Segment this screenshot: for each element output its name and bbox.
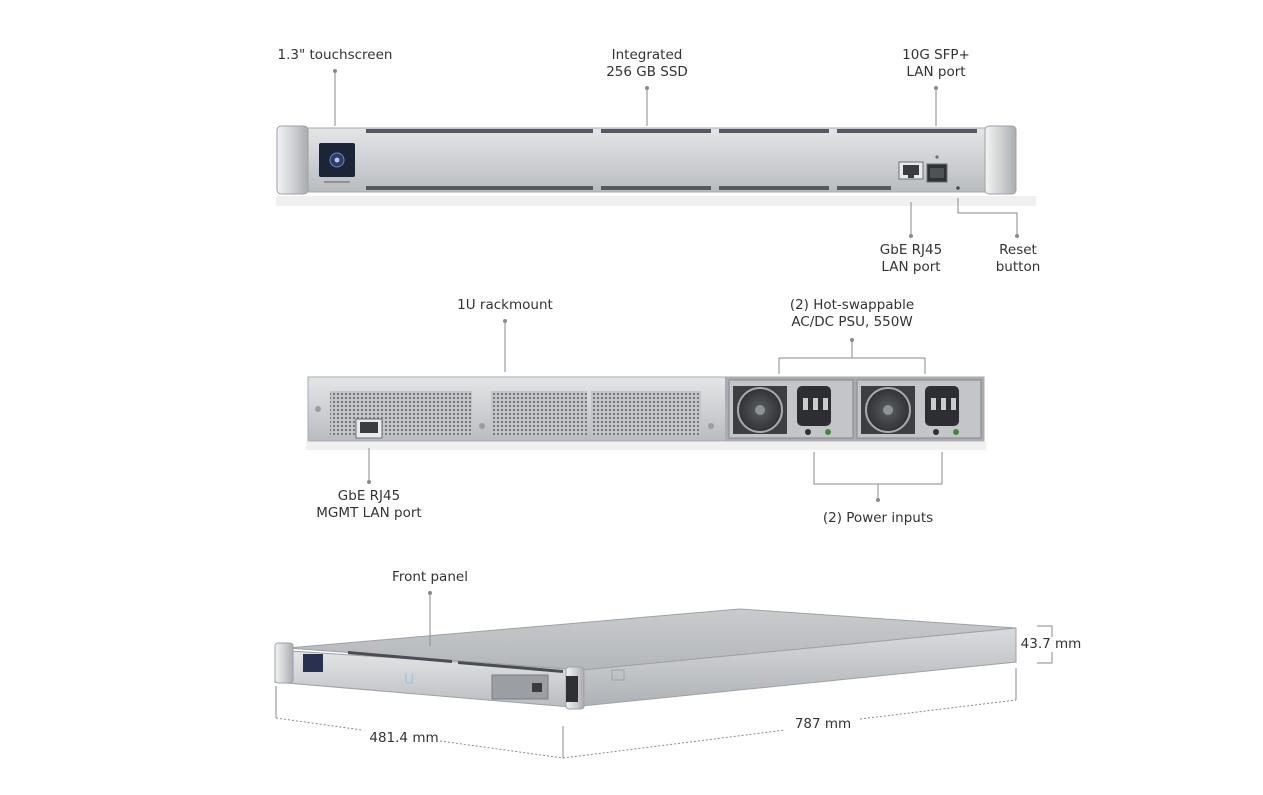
mgmt-label-line1: GbE RJ45 xyxy=(337,488,401,504)
mgmt-label: GbE RJ45 MGMT LAN port xyxy=(299,488,439,522)
psu-1 xyxy=(728,379,854,439)
rear-view-device xyxy=(306,376,986,450)
sfp-label-line2: LAN port xyxy=(906,64,966,80)
reset-button-icon xyxy=(956,186,960,190)
rear-callout-dots xyxy=(367,319,880,502)
front-shadow xyxy=(276,196,1036,206)
width-dimension: 481.4 mm xyxy=(362,730,446,747)
front-ear-left xyxy=(276,125,309,195)
power-inputs-label-line1: (2) Power inputs xyxy=(822,510,934,526)
sfp-port-icon xyxy=(926,155,948,183)
reset-label-line1: Reset xyxy=(999,242,1037,258)
rj45-label: GbE RJ45 LAN port xyxy=(855,242,967,276)
ssd-label-line2: 256 GB SSD xyxy=(606,64,688,80)
iso-callout-dots xyxy=(428,591,432,595)
psu-label-line1: (2) Hot-swappable xyxy=(789,297,915,313)
psu-label-line2: AC/DC PSU, 550W xyxy=(791,314,913,330)
ubiquiti-logo-icon: U xyxy=(404,672,414,688)
rj45-label-line1: GbE RJ45 xyxy=(879,242,943,258)
reset-label-line2: button xyxy=(995,259,1041,275)
front-callouts xyxy=(334,71,1018,236)
reset-label: Reset button xyxy=(979,242,1057,276)
iso-port-icon xyxy=(532,683,542,692)
rackmount-label: 1U rackmount xyxy=(440,297,570,314)
rear-callouts xyxy=(368,321,943,500)
depth-dimension-text: 787 mm xyxy=(794,716,852,732)
ssd-label-line1: Integrated xyxy=(611,47,683,63)
iso-touchscreen-icon xyxy=(303,654,323,672)
rj45-label-line2: LAN port xyxy=(881,259,941,275)
front-panel-label-line1: Front panel xyxy=(392,569,468,585)
sfp-label-line1: 10G SFP+ xyxy=(902,47,970,63)
sfp-label: 10G SFP+ LAN port xyxy=(880,47,992,81)
psu-2 xyxy=(856,379,982,439)
width-dimension-text: 481.4 mm xyxy=(369,730,439,746)
rackmount-label-line1: 1U rackmount xyxy=(457,297,553,313)
front-panel-label: Front panel xyxy=(375,569,485,586)
touchscreen-label-line1: 1.3" touchscreen xyxy=(277,47,393,63)
height-dimension: 43.7 mm xyxy=(1018,636,1084,653)
touchscreen-icon xyxy=(319,143,355,183)
rear-shadow xyxy=(306,442,986,450)
front-chassis xyxy=(299,127,993,193)
height-dimension-text: 43.7 mm xyxy=(1020,636,1082,652)
front-ear-right xyxy=(984,125,1017,195)
front-callout-dots xyxy=(333,69,1019,238)
touchscreen-label: 1.3" touchscreen xyxy=(270,47,400,64)
psu-label: (2) Hot-swappable AC/DC PSU, 550W xyxy=(772,297,932,331)
rear-vent-left xyxy=(330,391,472,435)
mgmt-label-line2: MGMT LAN port xyxy=(316,505,422,521)
iso-dimension-lines xyxy=(275,593,1053,759)
power-inputs-label: (2) Power inputs xyxy=(808,510,948,527)
rear-vent-mid xyxy=(491,391,587,435)
mgmt-rj45-port-icon xyxy=(355,418,383,439)
front-rj45-port-icon xyxy=(898,161,924,180)
iso-view-device: U xyxy=(274,608,1017,710)
front-vents xyxy=(366,129,977,190)
rear-vent-right xyxy=(591,391,701,435)
ssd-label: Integrated 256 GB SSD xyxy=(577,47,717,81)
front-view-device xyxy=(276,125,1036,206)
depth-dimension: 787 mm xyxy=(786,716,860,733)
